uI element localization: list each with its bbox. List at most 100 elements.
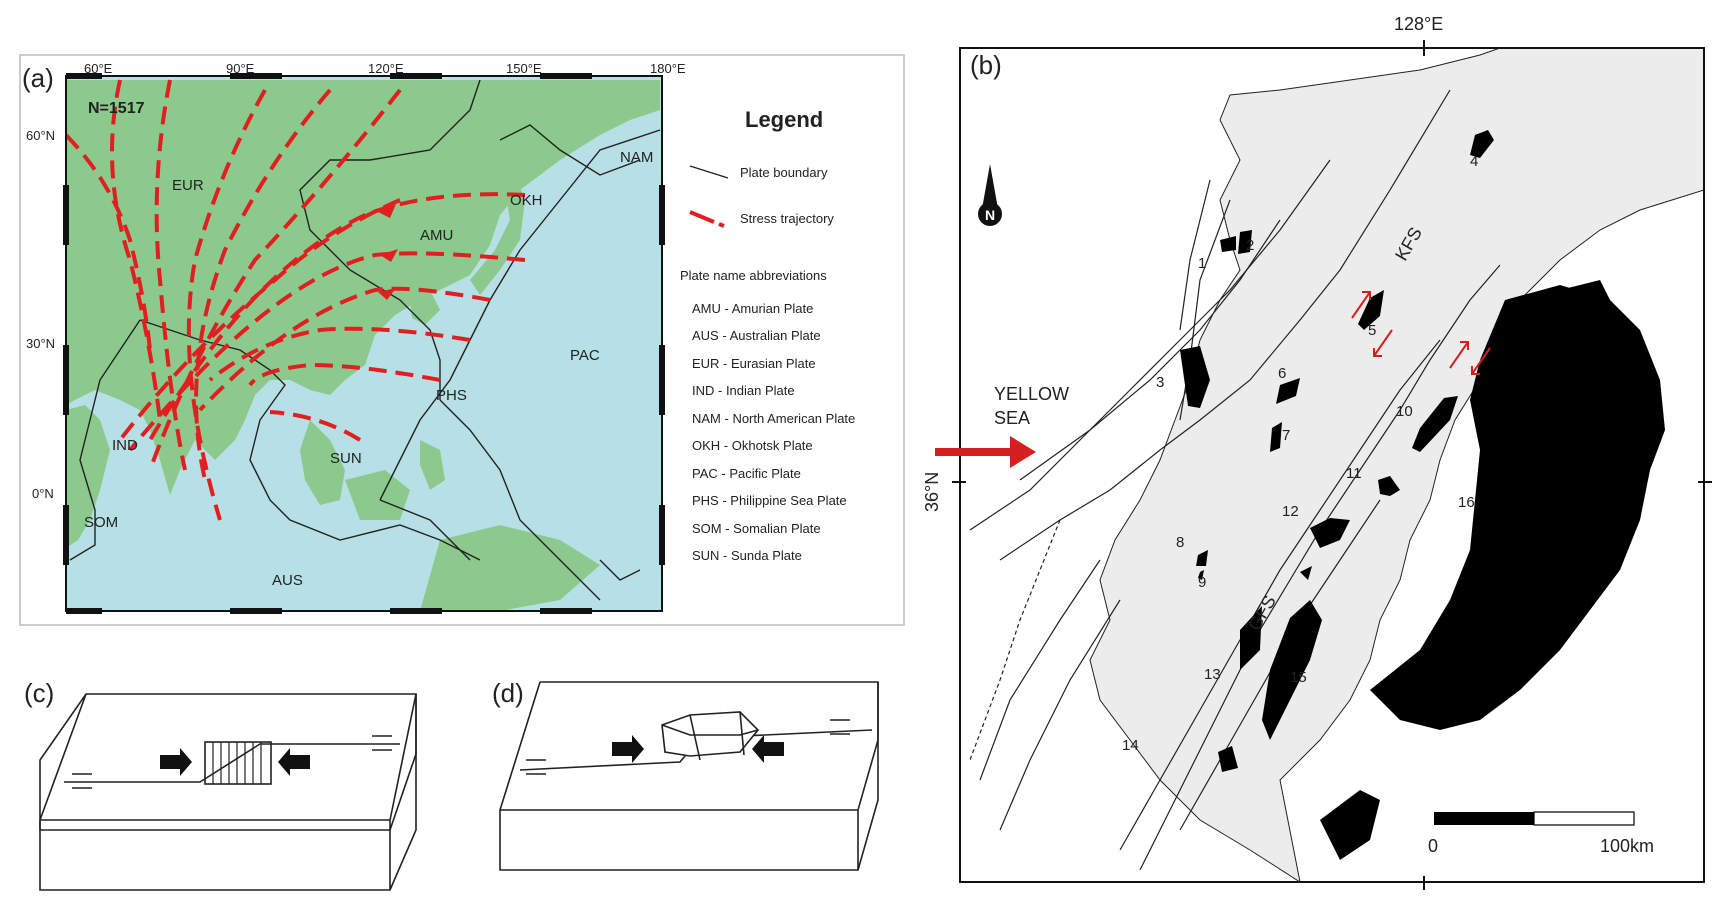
basin-16-north [1560,280,1620,330]
panel-c-label: (c) [24,678,54,708]
shear-arrows [1351,291,1491,375]
lat-label-60n: 60°N [26,128,55,143]
lat-label-0n: 0°N [32,486,54,501]
abbrev-okh: OKH - Okhotsk Plate [692,438,813,453]
basin-label-1: 1 [1198,255,1206,272]
legend-boundary-swatch [689,165,729,179]
block-d-popup-faces [661,711,759,761]
plate-ind: IND [112,437,138,454]
scale-bar: 0 100km [1428,811,1654,856]
basin-label-13: 13 [1204,666,1221,683]
lon-label-60e: 60°E [84,61,113,76]
panel-d [499,681,879,871]
block-c-pullapart [204,741,272,785]
basin-label-11: 11 [1346,465,1362,482]
panel-a-label: (a) [22,63,54,93]
abbrev-pac: PAC - Pacific Plate [692,466,801,481]
panel-c-arrows [160,748,310,776]
basin-label-8: 8 [1176,534,1184,551]
map-b-border [959,47,1705,883]
basin-5 [1358,290,1384,330]
basin-7 [1270,422,1282,452]
basin-4 [1470,130,1494,158]
sea-label-yellow: YELLOW [994,384,1069,404]
block-d-popup [661,711,760,757]
abbrev-eur: EUR - Eurasian Plate [692,356,816,371]
basin-label-14: 14 [1122,737,1139,754]
plate-sun: SUN [330,450,362,467]
basin-label-12: 12 [1282,503,1299,520]
legend-abbrev-title: Plate name abbreviations [680,268,827,283]
panel-d-label: (d) [492,678,524,708]
scale-start: 0 [1428,836,1438,856]
plate-eur: EUR [172,177,204,194]
korea-land [410,290,440,325]
count-label: N=1517 [88,100,145,117]
panel-b-map [969,48,1704,882]
compression-arrow [935,436,1036,468]
borneo-land [345,470,410,520]
block-c-shear-left [72,773,92,789]
abbrev-som: SOM - Somalian Plate [692,521,821,536]
basin-14 [1218,746,1238,772]
basin-label-4: 4 [1470,153,1478,170]
basin-3 [1180,346,1210,408]
philippines-land [420,440,445,490]
sea-label-sea: SEA [994,408,1030,428]
plate-boundaries [69,79,661,601]
north-arrow-icon: N [978,164,1002,226]
plate-okh: OKH [510,192,543,209]
basin-6 [1276,378,1300,404]
map-a-frame-ticks [63,73,665,614]
basin-label-5: 5 [1368,322,1376,339]
plate-aus: AUS [272,572,303,589]
basin-label-9: 9 [1198,574,1206,591]
sundaland [300,420,345,505]
legend-plate-boundary: Plate boundary [740,165,828,180]
block-c-shear-right [372,735,392,751]
lon-label-150e: 150°E [506,61,542,76]
block-d-shear-left [526,759,546,775]
abbrev-aus: AUS - Australian Plate [692,328,821,343]
block-d-sides [857,682,879,871]
legend-stress-trajectory: Stress trajectory [740,211,834,226]
basin-12b [1300,566,1312,580]
lon-label-120e: 120°E [368,61,404,76]
plate-pac: PAC [570,347,600,364]
lon-label-128e: 128°E [1394,14,1443,34]
lon-label-180e: 180°E [650,61,686,76]
north-letter: N [985,207,995,223]
basin-label-6: 6 [1278,365,1286,382]
plate-som: SOM [84,514,118,531]
scale-end: 100km [1600,836,1654,856]
panel-a-map [66,76,662,611]
basin-number-labels: 1 2 3 4 5 6 7 8 9 10 11 12 13 14 15 16 [1122,153,1478,754]
basin-label-10: 10 [1396,403,1413,420]
basin-1 [1220,236,1236,252]
lon-label-90e: 90°E [226,61,255,76]
block-c-hatching [212,742,262,784]
basin-label-7: 7 [1282,427,1290,444]
legend: Legend Plate boundary Stress trajectory … [680,107,855,563]
basin-8 [1196,550,1208,566]
australia-land [420,525,600,611]
plate-amu: AMU [420,227,453,244]
basin-2 [1238,230,1252,254]
lat-label-30n: 30°N [26,336,55,351]
fault-lines [969,89,1501,871]
basin-label-15: 15 [1290,669,1307,686]
block-c-fault [64,743,400,783]
basin-label-2: 2 [1246,237,1254,254]
abbrev-nam: NAM - North American Plate [692,411,855,426]
map-a-border [65,75,663,612]
abbrev-sun: SUN - Sunda Plate [692,548,802,563]
plate-nam: NAM [620,149,653,166]
basin-13 [1240,606,1262,670]
block-c-top-edges [39,693,417,821]
basin-south [1320,790,1380,860]
abbrev-phs: PHS - Philippine Sea Plate [692,493,847,508]
panel-c [39,693,417,891]
plate-phs: PHS [436,387,467,404]
legend-title: Legend [745,107,823,132]
